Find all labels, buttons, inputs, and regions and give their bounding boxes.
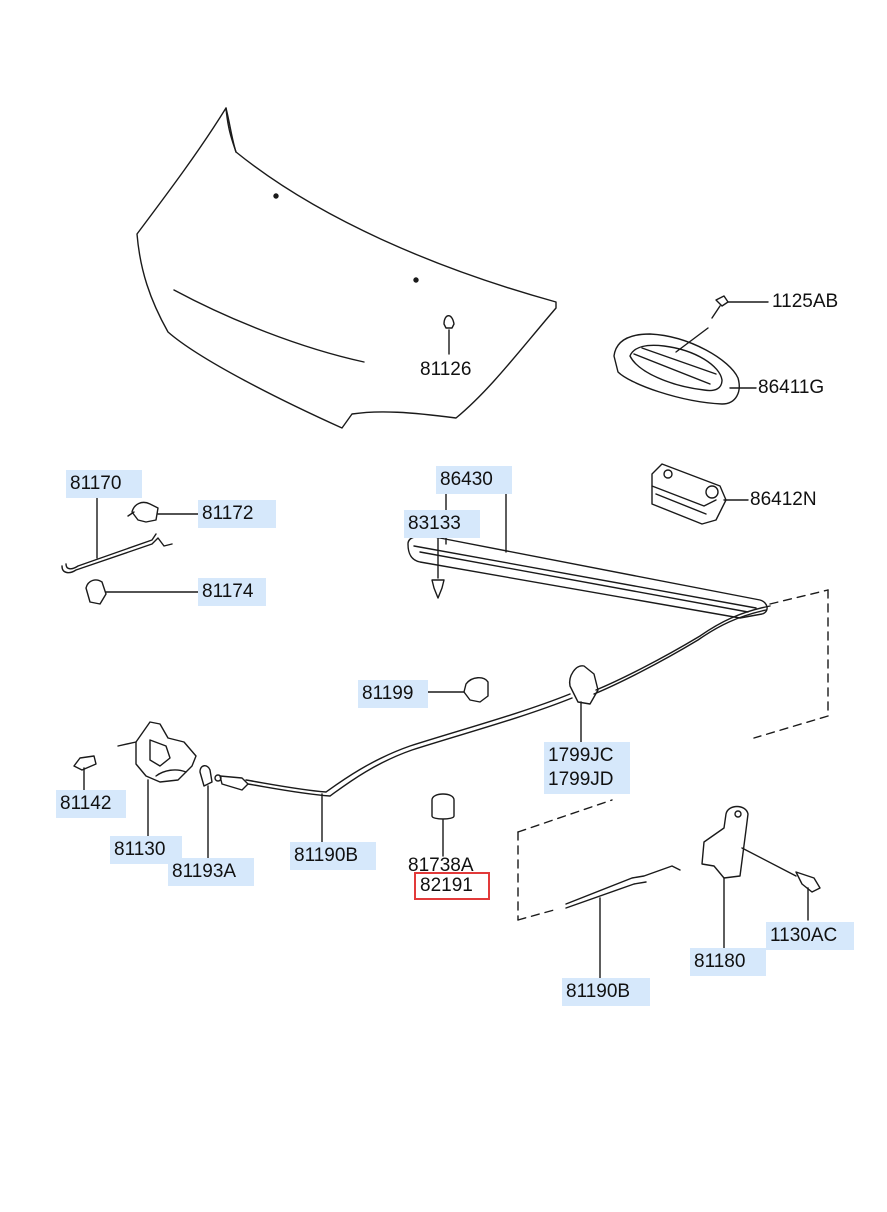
part-label-81193a[interactable]: 81193A xyxy=(168,858,254,886)
part-label-81190b-left[interactable]: 81190B xyxy=(290,842,376,870)
part-label-1799jd: 1799JD xyxy=(548,769,614,790)
part-label-1799jc-1799jd[interactable]: 1799JC 1799JD xyxy=(544,742,630,794)
part-label-83133[interactable]: 83133 xyxy=(404,510,480,538)
part-label-86411g[interactable]: 86411G xyxy=(758,377,825,398)
bumper-drawing xyxy=(431,793,455,857)
cable-clip-drawing xyxy=(425,677,489,703)
release-lever-drawing xyxy=(565,805,821,979)
part-label-1799jc: 1799JC xyxy=(548,745,614,766)
part-label-81190b-bottom[interactable]: 81190B xyxy=(562,978,650,1006)
part-label-82191-selected[interactable]: 82191 xyxy=(414,872,490,900)
part-label-81126[interactable]: 81126 xyxy=(420,359,472,380)
part-label-1130ac[interactable]: 1130AC xyxy=(766,922,854,950)
release-cable-drawing xyxy=(214,605,771,843)
part-label-86430[interactable]: 86430 xyxy=(436,466,512,494)
hood-scoop-drawing xyxy=(613,295,769,405)
stop-lamp-drawing xyxy=(651,463,749,525)
part-label-86412n[interactable]: 86412N xyxy=(750,489,817,510)
boundary-dashed xyxy=(517,589,829,921)
part-label-81170[interactable]: 81170 xyxy=(66,470,142,498)
part-label-81199[interactable]: 81199 xyxy=(358,680,428,708)
hood-latch-drawing xyxy=(73,721,213,859)
part-label-81180[interactable]: 81180 xyxy=(690,948,766,976)
hood-rod-drawing xyxy=(61,497,201,605)
part-label-81738a[interactable]: 81738A xyxy=(408,855,474,876)
part-label-1125ab[interactable]: 1125AB xyxy=(772,291,839,312)
part-label-81174[interactable]: 81174 xyxy=(198,578,266,606)
hood-panel-drawing xyxy=(136,107,557,429)
part-label-81142[interactable]: 81142 xyxy=(56,790,126,818)
part-label-81172[interactable]: 81172 xyxy=(198,500,276,528)
